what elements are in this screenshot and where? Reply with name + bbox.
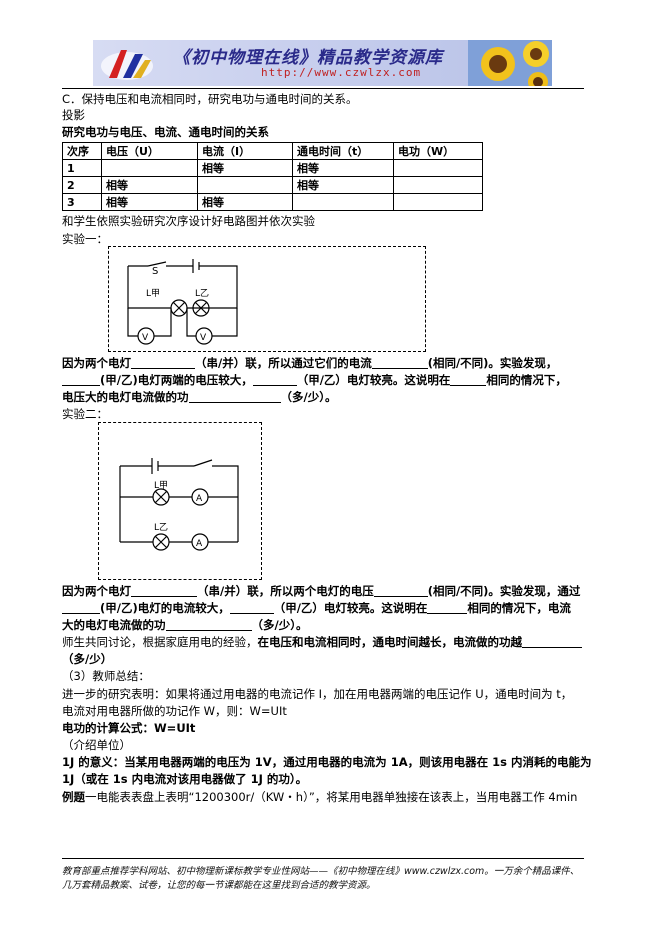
table-cell (393, 176, 483, 194)
lamp-yi-label: L乙 (154, 522, 168, 533)
instruction-text: 和学生依照实验研究次序设计好电路图并依次实验 (62, 214, 315, 228)
example-line: 例题一电能表表盘上表明“1200300r/（KW・h）”，将某用电器单独接在该表… (62, 790, 578, 804)
joule-meaning-1: 1J 的意义：当某用电器两端的电压为 1V，通过用电器的电流为 1A，则该用电器… (62, 755, 592, 769)
unit-intro: （介绍单位） (62, 738, 131, 752)
discussion-options: （多/少） (62, 652, 113, 666)
table-cell (292, 193, 394, 211)
exp2-line-3: 大的电灯电流做的功（多/少）。 (62, 618, 308, 632)
table-title: 研究电功与电压、电流、通电时间的关系 (62, 125, 269, 139)
site-logo (101, 50, 153, 80)
table-row: 3 相等 相等 (62, 193, 483, 211)
table-cell (101, 159, 198, 177)
table-cell: 相等 (197, 193, 293, 211)
header-rule (62, 88, 584, 89)
table-header: 电压（U） (101, 142, 198, 160)
table-cell (393, 193, 483, 211)
experiment-2-frame (98, 422, 262, 580)
ammeter-icon: A (196, 494, 203, 504)
footer-line-1: 教育部重点推荐学科网站、初中物理新课标教学专业性网站——《初中物理在线》www.… (62, 866, 580, 877)
sunflower-image (468, 40, 552, 86)
table-cell: 相等 (101, 176, 198, 194)
table-header: 电流（I） (197, 142, 293, 160)
experiment-1-label: 实验一： (62, 232, 108, 246)
table-header-row: 次序 电压（U） 电流（I） 通电时间（t） 电功（W） (62, 142, 483, 160)
table-cell: 1 (62, 159, 102, 177)
projection-label: 投影 (62, 108, 85, 122)
lamp-jia-label: L甲 (146, 288, 160, 299)
discussion-line: 师生共同讨论，根据家庭用电的经验，在电压和电流相同时，通电时间越长，电流做的功越 (62, 634, 582, 650)
site-url[interactable]: http://www.czwlzx.com (261, 66, 422, 79)
table-cell (197, 176, 293, 194)
ammeter-icon: A (196, 539, 203, 549)
exp1-line-3: 电压大的电灯电流做的功（多/少）。 (62, 390, 337, 404)
series-circuit-diagram: S L甲 L乙 V V (127, 259, 238, 345)
work-formula: 电功的计算公式：W=UIt (62, 721, 196, 735)
summary-line-2: 电流对用电器所做的功记作 W，则：W=UIt (62, 704, 287, 718)
table-header: 通电时间（t） (292, 142, 394, 160)
exp1-line-1: 因为两个电灯（串/并）联，所以通过它们的电流(相同/不同)。实验发现， (62, 356, 558, 370)
lamp-jia-label: L甲 (154, 480, 168, 491)
footer-rule (62, 858, 584, 859)
exp2-line-2: (甲/乙)电灯的电流较大，（甲/乙）电灯较亮。这说明在相同的情况下，电流 (62, 600, 571, 616)
switch-label: S (152, 266, 158, 277)
table-row: 2 相等 相等 (62, 176, 483, 194)
site-title: 《初中物理在线》精品教学资源库 (173, 48, 443, 68)
table-cell: 2 (62, 176, 102, 194)
exp2-line-1: 因为两个电灯（串/并）联，所以两个电灯的电压(相同/不同)。实验发现，通过 (62, 584, 581, 598)
summary-heading: （3）教师总结： (62, 669, 150, 683)
summary-line-1: 进一步的研究表明：如果将通过用电器的电流记作 I，加在用电器两端的电压记作 U，… (62, 687, 573, 701)
table-cell: 相等 (292, 159, 394, 177)
header-banner: 《初中物理在线》精品教学资源库 http://www.czwlzx.com (93, 40, 552, 86)
table-header: 电功（W） (393, 142, 483, 160)
experiment-2-label: 实验二： (62, 407, 108, 421)
experiment-1-frame (108, 246, 426, 352)
voltmeter-icon: V (142, 333, 149, 343)
parallel-circuit-diagram: L甲 L乙 A A (119, 458, 239, 551)
joule-meaning-2: 1J（或在 1s 内电流对该用电器做了 1J 的功）。 (62, 772, 308, 786)
table-row: 1 相等 相等 (62, 159, 483, 177)
results-table: 次序 电压（U） 电流（I） 通电时间（t） 电功（W） 1 相等 相等 2 相… (62, 142, 483, 211)
table-cell (393, 159, 483, 177)
lamp-yi-label: L乙 (195, 288, 209, 299)
table-cell: 3 (62, 193, 102, 211)
table-cell: 相等 (101, 193, 198, 211)
option-c: C．保持电压和电流相同时，研究电功与通电时间的关系。 (62, 92, 358, 106)
table-cell: 相等 (292, 176, 394, 194)
table-header: 次序 (62, 142, 102, 160)
table-cell: 相等 (197, 159, 293, 177)
footer-line-2: 几万套精品教案、试卷，让您的每一节课都能在这里找到合适的教学资源。 (62, 880, 376, 891)
voltmeter-icon: V (200, 333, 207, 343)
exp1-line-2: (甲/乙)电灯两端的电压较大，（甲/乙）电灯较亮。这说明在相同的情况下， (62, 372, 567, 388)
